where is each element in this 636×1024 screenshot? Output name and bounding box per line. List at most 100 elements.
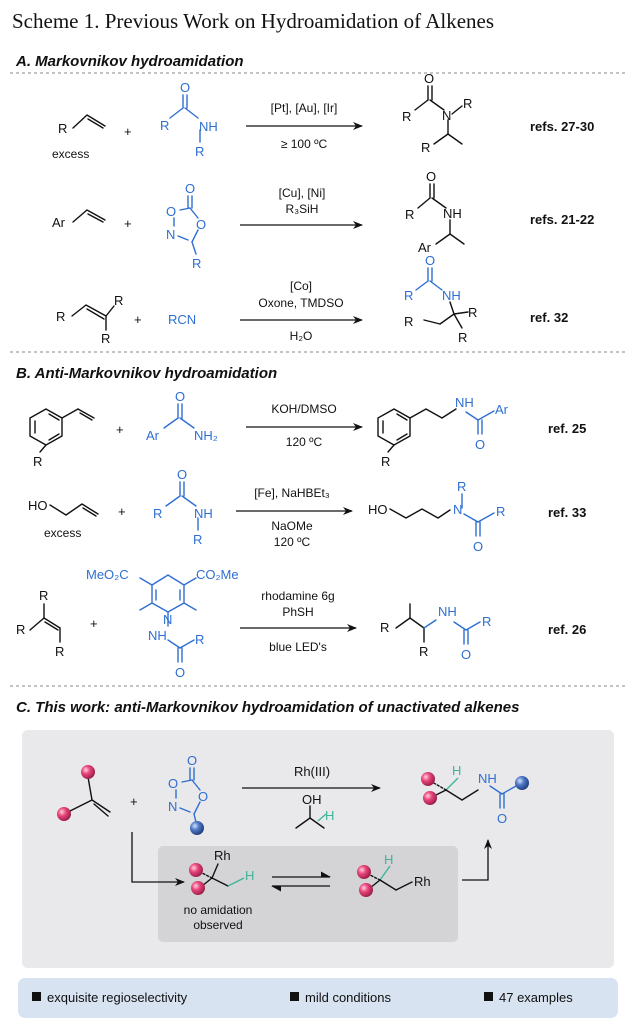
reaction-5-temperature: 120 ºC [274,535,311,549]
bullet-square [290,992,299,1001]
svg-text:OH: OH [302,792,322,807]
svg-text:O: O [168,776,178,791]
side-reaction-panel [158,846,458,942]
trisubstituted-alkene-b: R R R [16,588,64,659]
svg-text:N: N [166,227,175,242]
plus-sign: + [116,422,124,437]
isopropanol-hydrogen-source: OH H [295,792,334,829]
svg-text:H: H [384,852,393,867]
reaction-1-temperature: ≥ 100 ºC [281,137,328,151]
reaction-4: R + O Ar NH₂ KOH/DMSO 120 ºC R NH [29,389,586,469]
svg-text:NH₂: NH₂ [194,428,218,443]
svg-text:HO: HO [28,498,48,513]
svg-text:R: R [381,454,390,469]
svg-text:Ar: Ar [52,215,66,230]
pink-substituent-sphere [81,765,95,779]
blue-substituent-sphere [190,821,204,835]
scheme-title: Scheme 1. Previous Work on Hydroamidatio… [12,9,494,33]
reaction-3-reference: ref. 32 [530,310,568,325]
svg-text:O: O [180,80,190,95]
svg-text:R: R [195,632,204,647]
reaction-2-silane: R₃SiH [286,202,319,216]
svg-text:O: O [198,789,208,804]
svg-text:R: R [405,207,414,222]
svg-text:NH: NH [438,604,457,619]
reaction-6-thiol: PhSH [282,605,313,619]
pink-substituent-sphere [359,883,373,897]
reaction-4-temperature: 120 ºC [286,435,323,449]
svg-text:O: O [426,169,436,184]
svg-text:R: R [33,454,42,469]
reaction-6-photocatalyst: rhodamine 6g [261,589,334,603]
reaction-3-catalyst: [Co] [290,279,312,293]
svg-text:Rh: Rh [414,874,431,889]
quaternary-amide-product: O R NH R R R [404,253,477,345]
svg-text:H: H [325,808,334,823]
svg-text:R: R [153,506,162,521]
disubstituted-alkene-model [57,765,111,821]
reaction-1-reference: refs. 27-30 [530,119,594,134]
plus-sign: + [124,216,132,231]
svg-text:R: R [458,330,467,345]
svg-text:NH: NH [443,206,462,221]
svg-text:Ar: Ar [495,402,509,417]
svg-text:NH: NH [199,119,218,134]
svg-text:R: R [114,293,123,308]
svg-text:R: R [58,121,67,136]
reaction-3-oxidant: Oxone, TMDSO [258,296,343,310]
svg-text:R: R [380,620,389,635]
reaction-2-catalyst: [Cu], [Ni] [279,186,326,200]
anti-markovnikov-product-model: H NH O [421,763,529,826]
allyl-alcohol: HO excess [28,498,99,540]
plus-sign: + [134,312,142,327]
reaction-5-base: NaOMe [271,519,313,533]
pink-substituent-sphere [191,881,205,895]
reaction-6: R R R + MeO₂C CO₂Me N NH O R rhodamine 6 [16,567,586,680]
svg-text:O: O [187,753,197,768]
svg-text:R: R [404,314,413,329]
substituted-styrene: R [29,408,95,469]
excess-label: excess [44,526,81,540]
svg-text:NH: NH [478,771,497,786]
secondary-amide-reagent: O R NH R [153,467,213,547]
no-amidation-label: no amidation [184,903,253,917]
svg-text:NH: NH [194,506,213,521]
svg-text:R: R [192,256,201,271]
section-b-heading: B. Anti-Markovnikov hydroamidation [16,365,277,382]
linear-amide-product: R NH O Ar [377,395,509,469]
reaction-2-reference: refs. 21-22 [530,212,594,227]
svg-text:R: R [457,479,466,494]
plus-sign: + [118,504,126,519]
dioxazolone-model: O O O N [168,753,208,835]
reaction-3-solvent: H₂O [290,329,313,343]
svg-text:N: N [163,612,172,627]
svg-text:NH: NH [455,395,474,410]
bullet-square [484,992,493,1001]
pink-substituent-sphere [357,865,371,879]
svg-text:R: R [482,614,491,629]
pink-substituent-sphere [57,807,71,821]
svg-text:O: O [497,811,507,826]
svg-text:HO: HO [368,502,388,517]
pink-substituent-sphere [421,772,435,786]
svg-text:R: R [16,622,25,637]
svg-text:R: R [101,331,110,346]
reaction-5-reference: ref. 33 [548,505,586,520]
excess-label: excess [52,147,89,161]
amide-reagent: O R NH R [160,80,218,159]
reaction-5: HO excess + O R NH R [Fe], NaHBEt₃ NaOMe… [28,467,586,554]
svg-text:R: R [193,532,202,547]
svg-text:N: N [442,108,451,123]
svg-text:R: R [56,309,65,324]
svg-text:N: N [168,799,177,814]
svg-text:R: R [160,118,169,133]
plus-sign: + [130,794,138,809]
svg-text:O: O [473,539,483,554]
rhodium-catalyst: Rh(III) [294,764,330,779]
terminal-alkene: R excess [52,114,106,161]
dioxazolone-reagent: O O O N R [166,181,206,271]
svg-text:R: R [404,288,413,303]
svg-text:R: R [419,644,428,659]
branched-amide-product: R R NH O R [380,603,491,662]
